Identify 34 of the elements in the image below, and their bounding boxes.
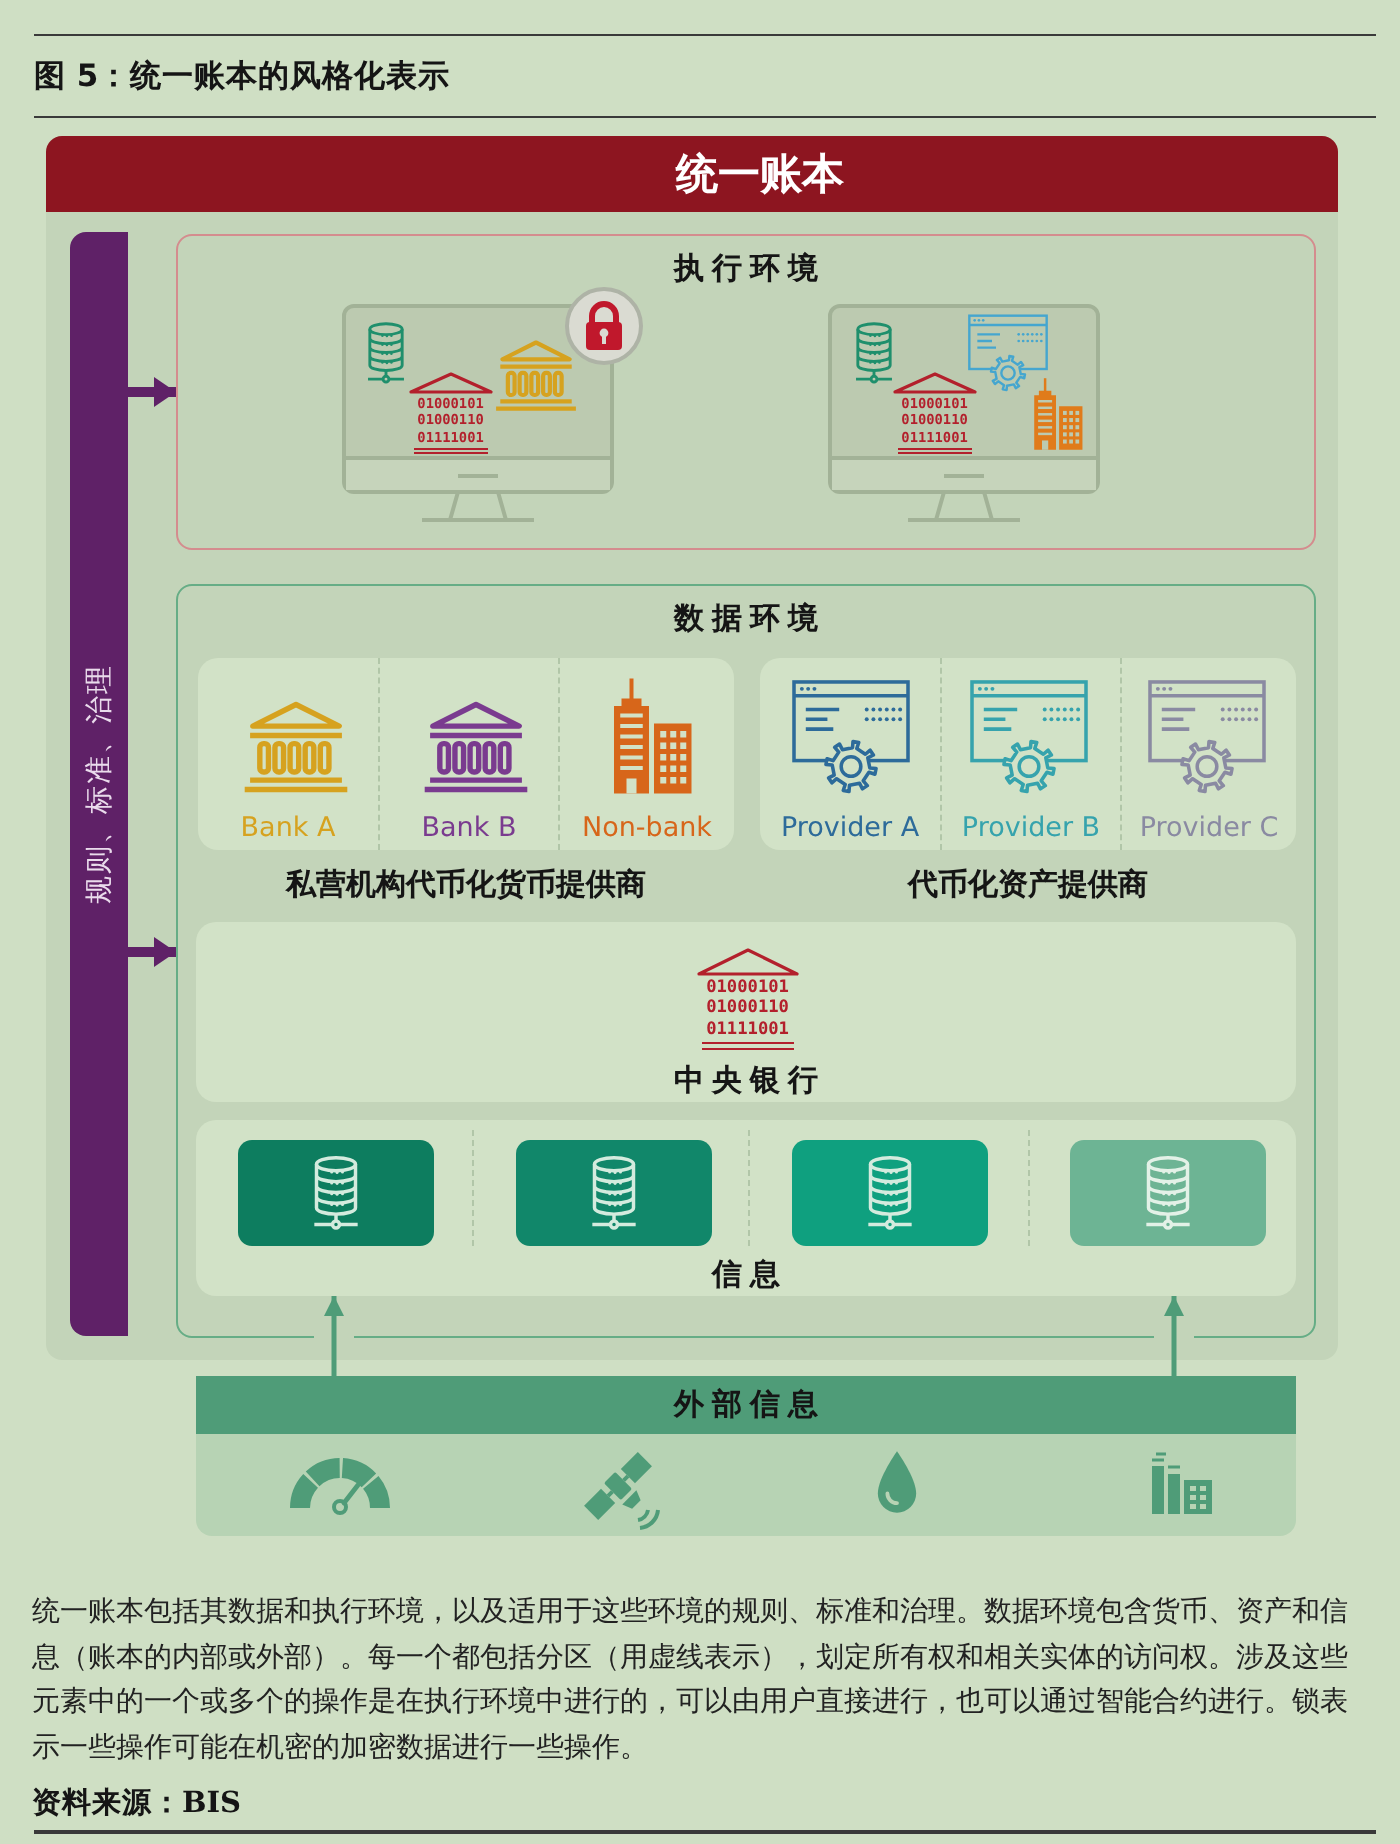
data-tile bbox=[792, 1140, 988, 1246]
data-tile bbox=[516, 1140, 712, 1246]
figure-title: 图 5：统一账本的风格化表示 bbox=[34, 56, 451, 98]
data-tile bbox=[1070, 1140, 1266, 1246]
binary-code: 01000101 01000110 01111001 bbox=[702, 978, 794, 1050]
section-title: 执行环境 bbox=[671, 250, 826, 288]
provider-name: Bank A bbox=[240, 812, 336, 844]
section-title: 中央银行 bbox=[672, 1062, 826, 1100]
provider-name: Non-bank bbox=[582, 812, 712, 844]
section-header: 外部信息 bbox=[196, 1376, 1296, 1434]
section-title: 数据环境 bbox=[671, 600, 826, 638]
section-title: 信息 bbox=[709, 1256, 788, 1294]
group-heading: 代币化资产提供商 bbox=[908, 866, 1148, 904]
arrow bbox=[1164, 1296, 1184, 1376]
data-tile bbox=[238, 1140, 434, 1246]
source-note: 资料来源：BIS bbox=[32, 1784, 242, 1822]
environment-panel bbox=[176, 234, 1316, 550]
caption-text: 统一账本包括其数据和执行环境，以及适用于这些环境的规则、标准和治理。数据环境包含货币、资产和信息（账本的内部或外部）。每一个都包括分区（用虚线表示），划定所有权和相关实体的访问权。涉及这些元素中的一个或多个的操作是在执行环境中进行的，可以由用户直接进行，也可以通过智能合约进行。锁表示一些操作可能在机密的加密数据进行一些操作。 bbox=[32, 1594, 1350, 1767]
rules-sidebar bbox=[70, 232, 128, 1336]
external-info-panel bbox=[196, 1376, 1296, 1536]
arrow bbox=[128, 377, 176, 407]
panel-header: 统一账本 bbox=[46, 136, 1338, 212]
group-heading: 私营机构代币化货币提供商 bbox=[286, 866, 646, 904]
provider-name: Bank B bbox=[421, 812, 517, 844]
provider-name: Provider B bbox=[961, 812, 1101, 844]
sidebar-label: 规则、标准、治理 bbox=[81, 664, 117, 904]
information-panel bbox=[196, 1120, 1296, 1296]
arrow bbox=[128, 937, 176, 967]
central-bank-panel bbox=[196, 922, 1296, 1102]
provider-name: Provider A bbox=[780, 812, 920, 844]
ledger-panel bbox=[46, 136, 1338, 1360]
provider-name: Provider C bbox=[1139, 812, 1279, 844]
environment-panel bbox=[176, 584, 1316, 1338]
arrow bbox=[324, 1296, 344, 1376]
